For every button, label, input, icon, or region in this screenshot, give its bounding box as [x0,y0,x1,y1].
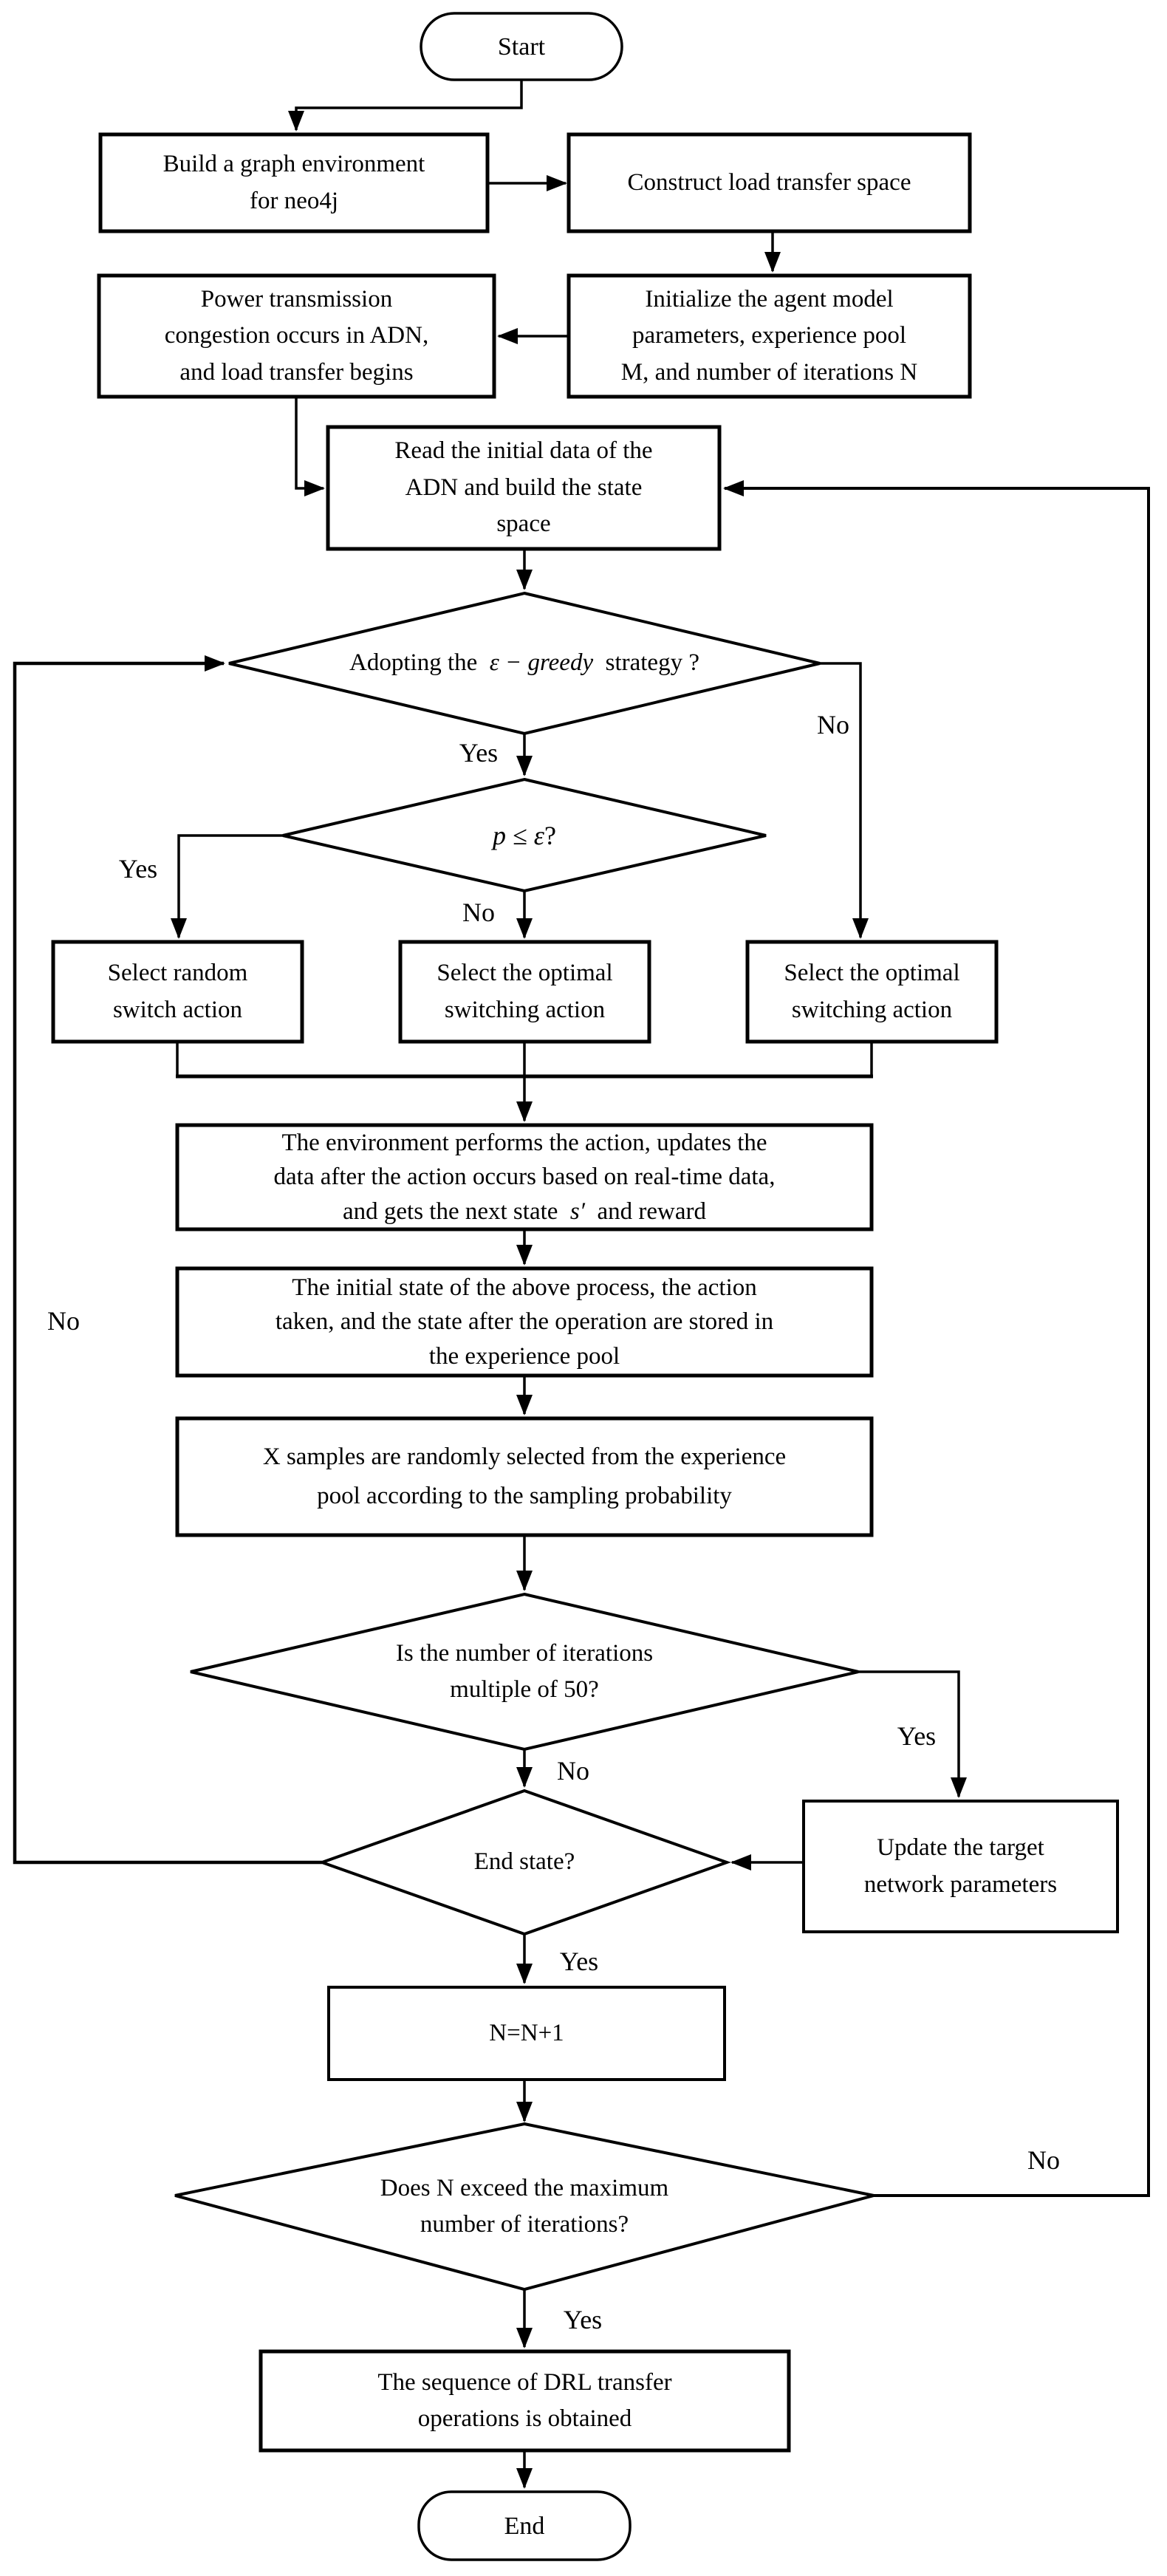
edge-d3-update-yes [858,1670,967,1798]
end-terminator-shape [417,2490,632,2561]
stored-line1: The initial state of the above process, … [292,1274,757,1302]
environment-line1: The environment performs the action, upd… [281,1130,767,1157]
build-process-shape [98,132,490,233]
update-target-line1: Update the target [877,1834,1044,1861]
sequence-label: The sequence of DRL transfer operations … [261,2351,789,2450]
next-state-math: s′ [569,1198,585,1225]
select-optimal-right-process-shape [745,940,999,1044]
power-label-line2: congestion occurs in ADN, [164,322,429,349]
d3-no-label: No [557,1756,589,1786]
sequence-process-shape [259,2349,791,2453]
update-target-label: Update the target network parameters [804,1801,1118,1932]
initialize-label-line2: parameters, experience pool [632,322,907,349]
p-le-epsilon-decision-shape [282,777,767,893]
end-state-decision-label: End state? [473,1848,575,1876]
select-optimal-right-line1: Select the optimal [784,960,960,986]
d3-yes-label: Yes [897,1721,937,1751]
samples-process-shape [175,1416,874,1537]
select-random-line2: switch action [112,996,243,1023]
max-iterations-decision-label: Does N exceed the maximum number of iter… [175,2142,874,2271]
initialize-label-line1: Initialize the agent model [645,285,894,312]
initialize-label: Initialize the agent model parameters, e… [569,276,970,397]
initialize-process-shape [567,273,972,399]
select-optimal-right-label: Select the optimal switching action [747,942,996,1042]
power-label: Power transmission congestion occurs in … [99,276,494,397]
d1-yes-label: Yes [459,738,499,768]
epsilon-greedy-decision-label: Adopting the ε − greedy strategy ? [229,634,820,693]
read-label-line3: space [496,510,551,538]
select-random-label: Select random switch action [53,942,302,1042]
edge-power-read [295,397,325,496]
d4-no-label: No [47,1306,80,1336]
edge-start-build [288,80,523,131]
stored-label: The initial state of the above process, … [177,1268,872,1376]
initialize-label-line3: M, and number of iterations N [620,358,918,386]
max-iterations-decision-shape [174,2122,875,2292]
power-label-line3: and load transfer begins [179,358,414,386]
construct-label: Construct load transfer space [627,168,911,196]
edge-d2-select-left-yes [171,834,283,939]
n-plus-one-label: N=N+1 [489,2019,564,2046]
environment-line3: and gets the next state s′ and reward [343,1198,706,1225]
build-label-line2: for neo4j [249,187,339,214]
select-optimal-mid-process-shape [398,940,651,1044]
build-label: Build a graph environment for neo4j [100,134,487,231]
power-process-shape [97,273,496,399]
iterations-multiple-decision-shape [190,1592,859,1752]
read-label-line1: Read the initial data of the [394,437,653,465]
p-le-epsilon-math: p ≤ ε [493,821,544,850]
d4-yes-label: Yes [559,1947,599,1976]
max-iterations-line1: Does N exceed the maximum [380,2174,669,2201]
end-label: End [504,2512,545,2540]
edge-d4-d1-no-feedback [13,655,322,1865]
epsilon-greedy-text: Adopting the ε − greedy strategy ? [349,649,699,677]
p-le-epsilon-text: p ≤ ε? [493,821,556,850]
epsilon-greedy-decision-shape [228,591,821,736]
environment-line2: data after the action occurs based on re… [273,1164,776,1191]
select-optimal-mid-line1: Select the optimal [437,960,613,986]
sequence-line1: The sequence of DRL transfer [377,2368,672,2396]
update-target-process-shape [802,1800,1119,1933]
construct-process-shape [567,132,972,233]
end-state-decision-shape [318,1788,731,1936]
edge-d1-select-right-no [820,662,869,939]
stored-process-shape [175,1266,874,1378]
update-target-line2: network parameters [863,1870,1058,1898]
epsilon-greedy-math: ε − greedy [489,649,594,677]
samples-label: X samples are randomly selected from the… [177,1418,872,1535]
stored-line3: the experience pool [428,1342,620,1370]
samples-line1: X samples are randomly selected from the… [262,1444,787,1471]
edge-d5-read-no-feedback [723,480,1150,2197]
environment-label: The environment performs the action, upd… [177,1125,872,1229]
n-plus-one-process-shape [327,1986,726,2081]
power-label-line1: Power transmission [200,285,393,312]
iterations-multiple-line1: Is the number of iterations [395,1639,654,1667]
d2-no-label: No [462,898,495,927]
read-process-shape [326,425,722,551]
select-optimal-mid-label: Select the optimal switching action [400,942,649,1042]
read-label-line2: ADN and build the state [405,474,643,501]
samples-line2: pool according to the sampling probabili… [317,1483,732,1509]
environment-process-shape [175,1123,874,1231]
build-label-line1: Build a graph environment [162,151,425,177]
select-random-process-shape [51,940,304,1044]
iterations-multiple-decision-label: Is the number of iterations multiple of … [191,1610,858,1733]
d5-yes-label: Yes [563,2305,603,2334]
d5-no-label: No [1027,2145,1060,2175]
p-le-epsilon-decision-label: p ≤ ε? [283,807,766,864]
select-optimal-right-line2: switching action [791,996,953,1023]
d1-no-label: No [817,710,849,739]
select-optimal-mid-line2: switching action [444,996,606,1023]
max-iterations-line2: number of iterations? [420,2211,629,2238]
select-random-line1: Select random [107,960,248,986]
start-terminator-shape [420,12,623,81]
read-label: Read the initial data of the ADN and bui… [328,427,719,549]
start-label: Start [497,33,546,61]
stored-line2: taken, and the state after the operation… [275,1308,774,1336]
iterations-multiple-line2: multiple of 50? [450,1676,599,1703]
sequence-line2: operations is obtained [417,2405,632,2432]
d2-yes-label: Yes [118,854,158,884]
